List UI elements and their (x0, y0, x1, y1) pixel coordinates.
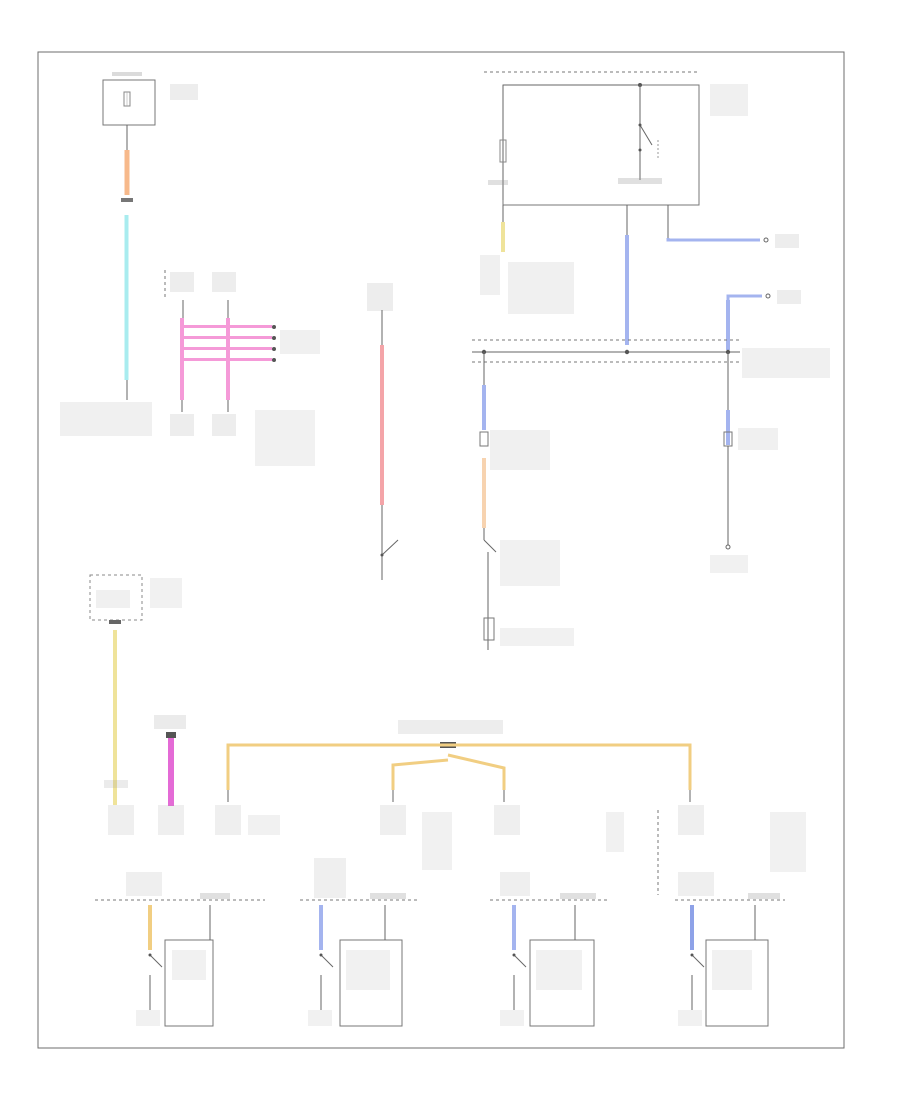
distribution-bus (154, 715, 692, 806)
switch-icon (319, 953, 334, 968)
connector-icon (763, 237, 769, 243)
switch-icon (512, 953, 527, 968)
splice-pack-left (164, 270, 320, 466)
brake-switch-circuit (367, 283, 399, 580)
switch-icon (638, 123, 659, 160)
wire-cyan (124, 215, 129, 380)
switch-icon (483, 539, 497, 553)
wire-yellow (501, 222, 505, 252)
fuse-block-left (102, 72, 198, 126)
left-module (89, 574, 182, 805)
fuse-block-right (480, 71, 801, 350)
wire-magenta (168, 738, 174, 806)
connector-row (108, 790, 806, 895)
wire-red-pink (380, 345, 384, 505)
fuse-icon (479, 431, 489, 447)
fuse-icon (499, 139, 507, 163)
switch-icon (690, 953, 705, 968)
seat-module-3 (490, 872, 610, 1027)
connector-icon (765, 293, 771, 299)
wire-orange (124, 150, 130, 195)
diagram-frame (37, 51, 845, 1049)
switch-icon (148, 953, 163, 968)
seat-module-1 (95, 872, 265, 1027)
seat-module-4 (675, 872, 785, 1027)
wire-yellow (113, 630, 117, 805)
ground-icon (483, 617, 495, 641)
wire-peach (482, 458, 486, 528)
fuse-icon (123, 91, 131, 107)
splice-bar-right (472, 339, 830, 650)
seat-module-2 (300, 858, 420, 1027)
connector-icon (121, 198, 133, 202)
switch-icon (380, 539, 399, 557)
ground-icon (725, 544, 731, 550)
